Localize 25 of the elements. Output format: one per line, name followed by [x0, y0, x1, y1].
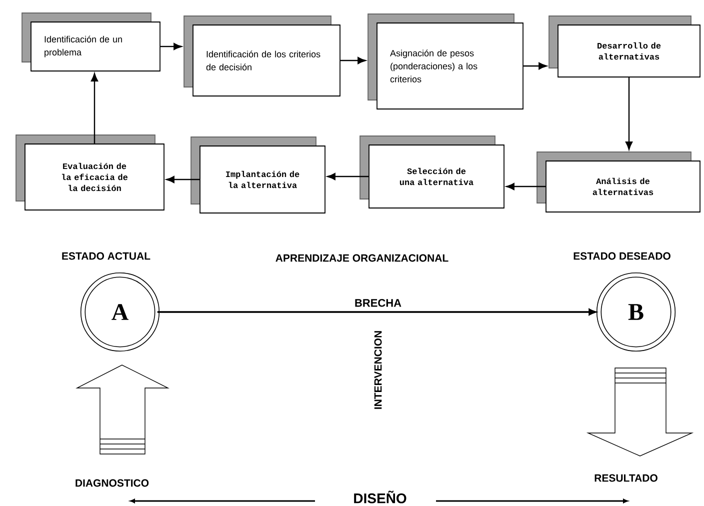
arrow: [160, 42, 182, 50]
state-label: ESTADO DESEADO: [574, 252, 670, 260]
text-label: RESULTADO: [594, 474, 658, 482]
arrow: [166, 176, 200, 184]
process-box: Asignación de pesos (ponderaciones) a los criterios: [368, 14, 524, 110]
process-box: Identificación de un problema: [22, 12, 160, 72]
process-box: Análisis de alternativas: [536, 152, 700, 212]
text-label: DISEÑO: [354, 490, 406, 504]
state-label: ESTADO ACTUAL: [62, 252, 150, 260]
edge-label: BRECHA: [355, 299, 402, 307]
arrow: [523, 62, 547, 70]
text-label: APRENDIZAJE ORGANIZACIONAL: [276, 254, 448, 262]
arrow: [90, 73, 98, 144]
arrow: [626, 77, 633, 150]
process-box: Implantación de la alternativa: [190, 136, 326, 214]
arrow: [157, 308, 596, 316]
arrow: [506, 182, 546, 190]
text-label: DIAGNOSTICO: [76, 479, 149, 487]
process-box: Selección de una alternativa: [360, 136, 504, 208]
process-box: Evaluación de la eficacia de la decisión: [16, 134, 164, 210]
arrow: [327, 172, 369, 180]
text-label: INTERVENCION: [374, 331, 382, 409]
process-box: Identificación de los criterios de decisión: [184, 16, 340, 96]
process-box: Desarrollo de alternativas: [548, 16, 700, 78]
arrow: [340, 56, 366, 64]
